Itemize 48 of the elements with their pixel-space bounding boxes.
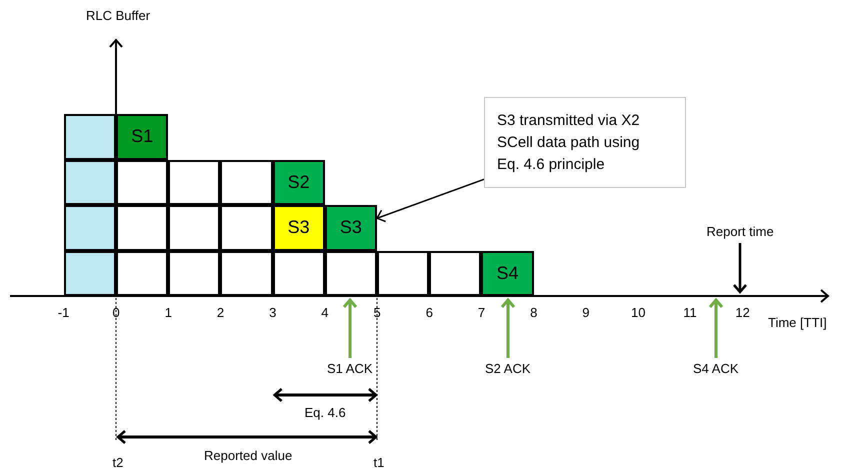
buffer-cell — [116, 250, 168, 296]
tick-label: 8 — [530, 305, 538, 321]
buffer-cell — [220, 250, 273, 296]
buffer-cell — [116, 205, 168, 250]
buffer-cell — [220, 205, 273, 250]
buffer-cell — [64, 114, 116, 160]
axis-title: Time [TTI] — [768, 315, 827, 331]
marker-label: Report time — [706, 224, 774, 240]
buffer-cell — [116, 160, 168, 205]
tick-label: 9 — [582, 305, 590, 321]
tick-label: 12 — [735, 305, 750, 321]
tick-label: -1 — [58, 305, 70, 321]
buffer-cell — [64, 250, 116, 296]
marker-label: S1 ACK — [327, 361, 373, 377]
dimension-label: t1 — [374, 455, 384, 471]
tick-label: 11 — [683, 305, 697, 321]
tick-label: 5 — [374, 305, 381, 321]
buffer-cell — [324, 250, 377, 296]
buffer-cell — [64, 160, 116, 205]
dimension-label: Eq. 4.6 — [304, 405, 346, 421]
buffer-cell — [168, 205, 220, 250]
buffer-cell — [220, 160, 273, 205]
callout-box: S3 transmitted via X2 SCell data path using Eq. 4.6 principle — [484, 97, 686, 188]
buffer-cell — [377, 250, 430, 296]
tick-label: 3 — [269, 305, 276, 321]
tick-label: 2 — [216, 305, 224, 321]
leader-arrow — [376, 178, 484, 222]
segment-cell: S3 — [324, 205, 377, 250]
tick-label: 0 — [112, 305, 120, 321]
dimension-label: Reported value — [204, 448, 292, 464]
buffer-cell — [168, 250, 220, 296]
segment-cell: S4 — [481, 250, 534, 296]
marker-label: S4 ACK — [693, 361, 739, 377]
tick-label: 10 — [631, 305, 646, 321]
marker-label: S2 ACK — [485, 361, 531, 377]
buffer-cell — [429, 250, 482, 296]
dimension-label: t2 — [112, 455, 124, 471]
segment-cell: S2 — [272, 160, 325, 205]
tick-label: 7 — [478, 305, 486, 321]
tick-label: 4 — [321, 305, 329, 321]
buffer-cell — [64, 205, 116, 250]
buffer-cell — [168, 160, 220, 205]
buffer-cell — [272, 250, 325, 296]
tick-label: 1 — [164, 305, 172, 321]
axis-title: RLC Buffer — [86, 8, 150, 24]
segment-cell: S3 — [272, 205, 325, 250]
tick-label: 6 — [426, 305, 433, 321]
segment-cell: S1 — [116, 114, 168, 160]
